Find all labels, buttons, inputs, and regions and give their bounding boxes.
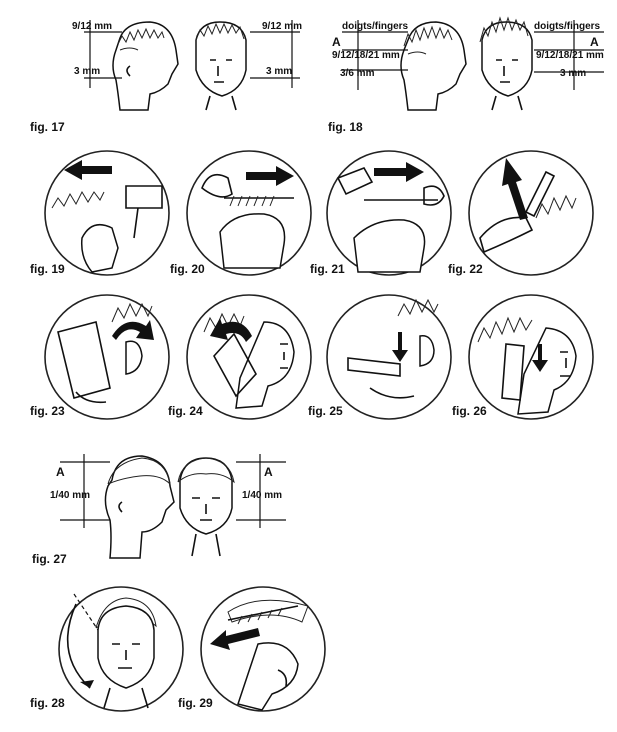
fig27-left-A-label: A xyxy=(56,465,65,479)
comb-icon xyxy=(524,170,556,218)
fig27-left-head xyxy=(104,455,175,559)
fig17-illustration: 9/12 mm 3 mm 9/12 mm 3 mm xyxy=(72,20,302,111)
fig18-right-fingers-label: doigts/fingers xyxy=(534,21,601,32)
fig20-illustration xyxy=(186,150,312,276)
fig29-illustration xyxy=(200,586,326,712)
fig21-illustration xyxy=(326,150,452,276)
clipper-icon xyxy=(213,332,257,398)
fig17-left-head xyxy=(112,21,179,111)
arrow-icon xyxy=(392,332,408,362)
fig26-caption: fig. 26 xyxy=(452,404,487,418)
fig21-caption: fig. 21 xyxy=(310,262,345,276)
clipper-icon xyxy=(501,343,525,401)
fig25-illustration xyxy=(326,294,452,420)
clipper-icon xyxy=(336,167,374,196)
fig18-left-head xyxy=(400,21,467,111)
fig17-left-top-label: 9/12 mm xyxy=(72,21,112,32)
fig18-left-A-label: A xyxy=(332,35,341,49)
fig18-left-fingers-label: doigts/fingers xyxy=(342,21,409,32)
fig18-caption: fig. 18 xyxy=(328,120,363,134)
arrow-icon xyxy=(532,344,548,372)
arrow-icon xyxy=(210,318,252,342)
fig18-right-mid-label: 9/12/18/21 mm xyxy=(536,50,604,61)
arrow-icon xyxy=(64,160,112,180)
clipper-icon xyxy=(347,357,401,377)
fig28-caption: fig. 28 xyxy=(30,696,65,710)
fig26-illustration xyxy=(468,294,594,420)
comb-icon xyxy=(227,605,299,621)
fig17-right-bottom-label: 3 mm xyxy=(266,66,292,77)
fig27-right-head xyxy=(177,457,235,557)
fig27-caption: fig. 27 xyxy=(32,552,67,566)
fig22-illustration xyxy=(468,150,594,276)
fig29-caption: fig. 29 xyxy=(178,696,213,710)
fig24-illustration xyxy=(186,294,312,420)
fig18-left-bottom-label: 3/6 mm xyxy=(340,68,375,79)
arrow-icon xyxy=(246,166,294,186)
fig23-caption: fig. 23 xyxy=(30,404,65,418)
fig27-left-mm-label: 1/40 mm xyxy=(50,490,90,501)
fig18-right-bottom-label: 3 mm xyxy=(560,68,586,79)
fig28-illustration xyxy=(58,586,184,712)
fig27-illustration: A 1/40 mm A 1/40 mm xyxy=(50,454,286,559)
fig18-right-head xyxy=(479,16,533,111)
fig17-caption: fig. 17 xyxy=(30,120,65,134)
fig17-right-top-label: 9/12 mm xyxy=(262,21,302,32)
arrow-icon xyxy=(80,680,94,688)
fig18-left-mid-label: 9/12/18/21 mm xyxy=(332,50,400,61)
curved-arrow-line xyxy=(66,603,91,689)
fig17-left-bottom-label: 3 mm xyxy=(74,66,100,77)
fig25-caption: fig. 25 xyxy=(308,404,343,418)
clipper-icon xyxy=(57,321,111,399)
fig23-illustration xyxy=(44,294,170,420)
arrow-icon xyxy=(374,162,424,182)
fig22-caption: fig. 22 xyxy=(448,262,483,276)
fig18-illustration: doigts/fingers A 9/12/18/21 mm 3/6 mm do… xyxy=(332,16,604,111)
arrow-icon xyxy=(502,158,528,220)
fig24-caption: fig. 24 xyxy=(168,404,203,418)
fig27-right-A-label: A xyxy=(264,465,273,479)
fig20-caption: fig. 20 xyxy=(170,262,205,276)
clipper-icon xyxy=(125,185,163,239)
fig27-right-mm-label: 1/40 mm xyxy=(242,490,282,501)
arrow-icon xyxy=(210,628,260,650)
fig17-right-head xyxy=(195,21,247,111)
fig19-caption: fig. 19 xyxy=(30,262,65,276)
fig18-right-A-label: A xyxy=(590,35,599,49)
fig19-illustration xyxy=(44,150,170,276)
arrow-icon xyxy=(112,320,154,340)
